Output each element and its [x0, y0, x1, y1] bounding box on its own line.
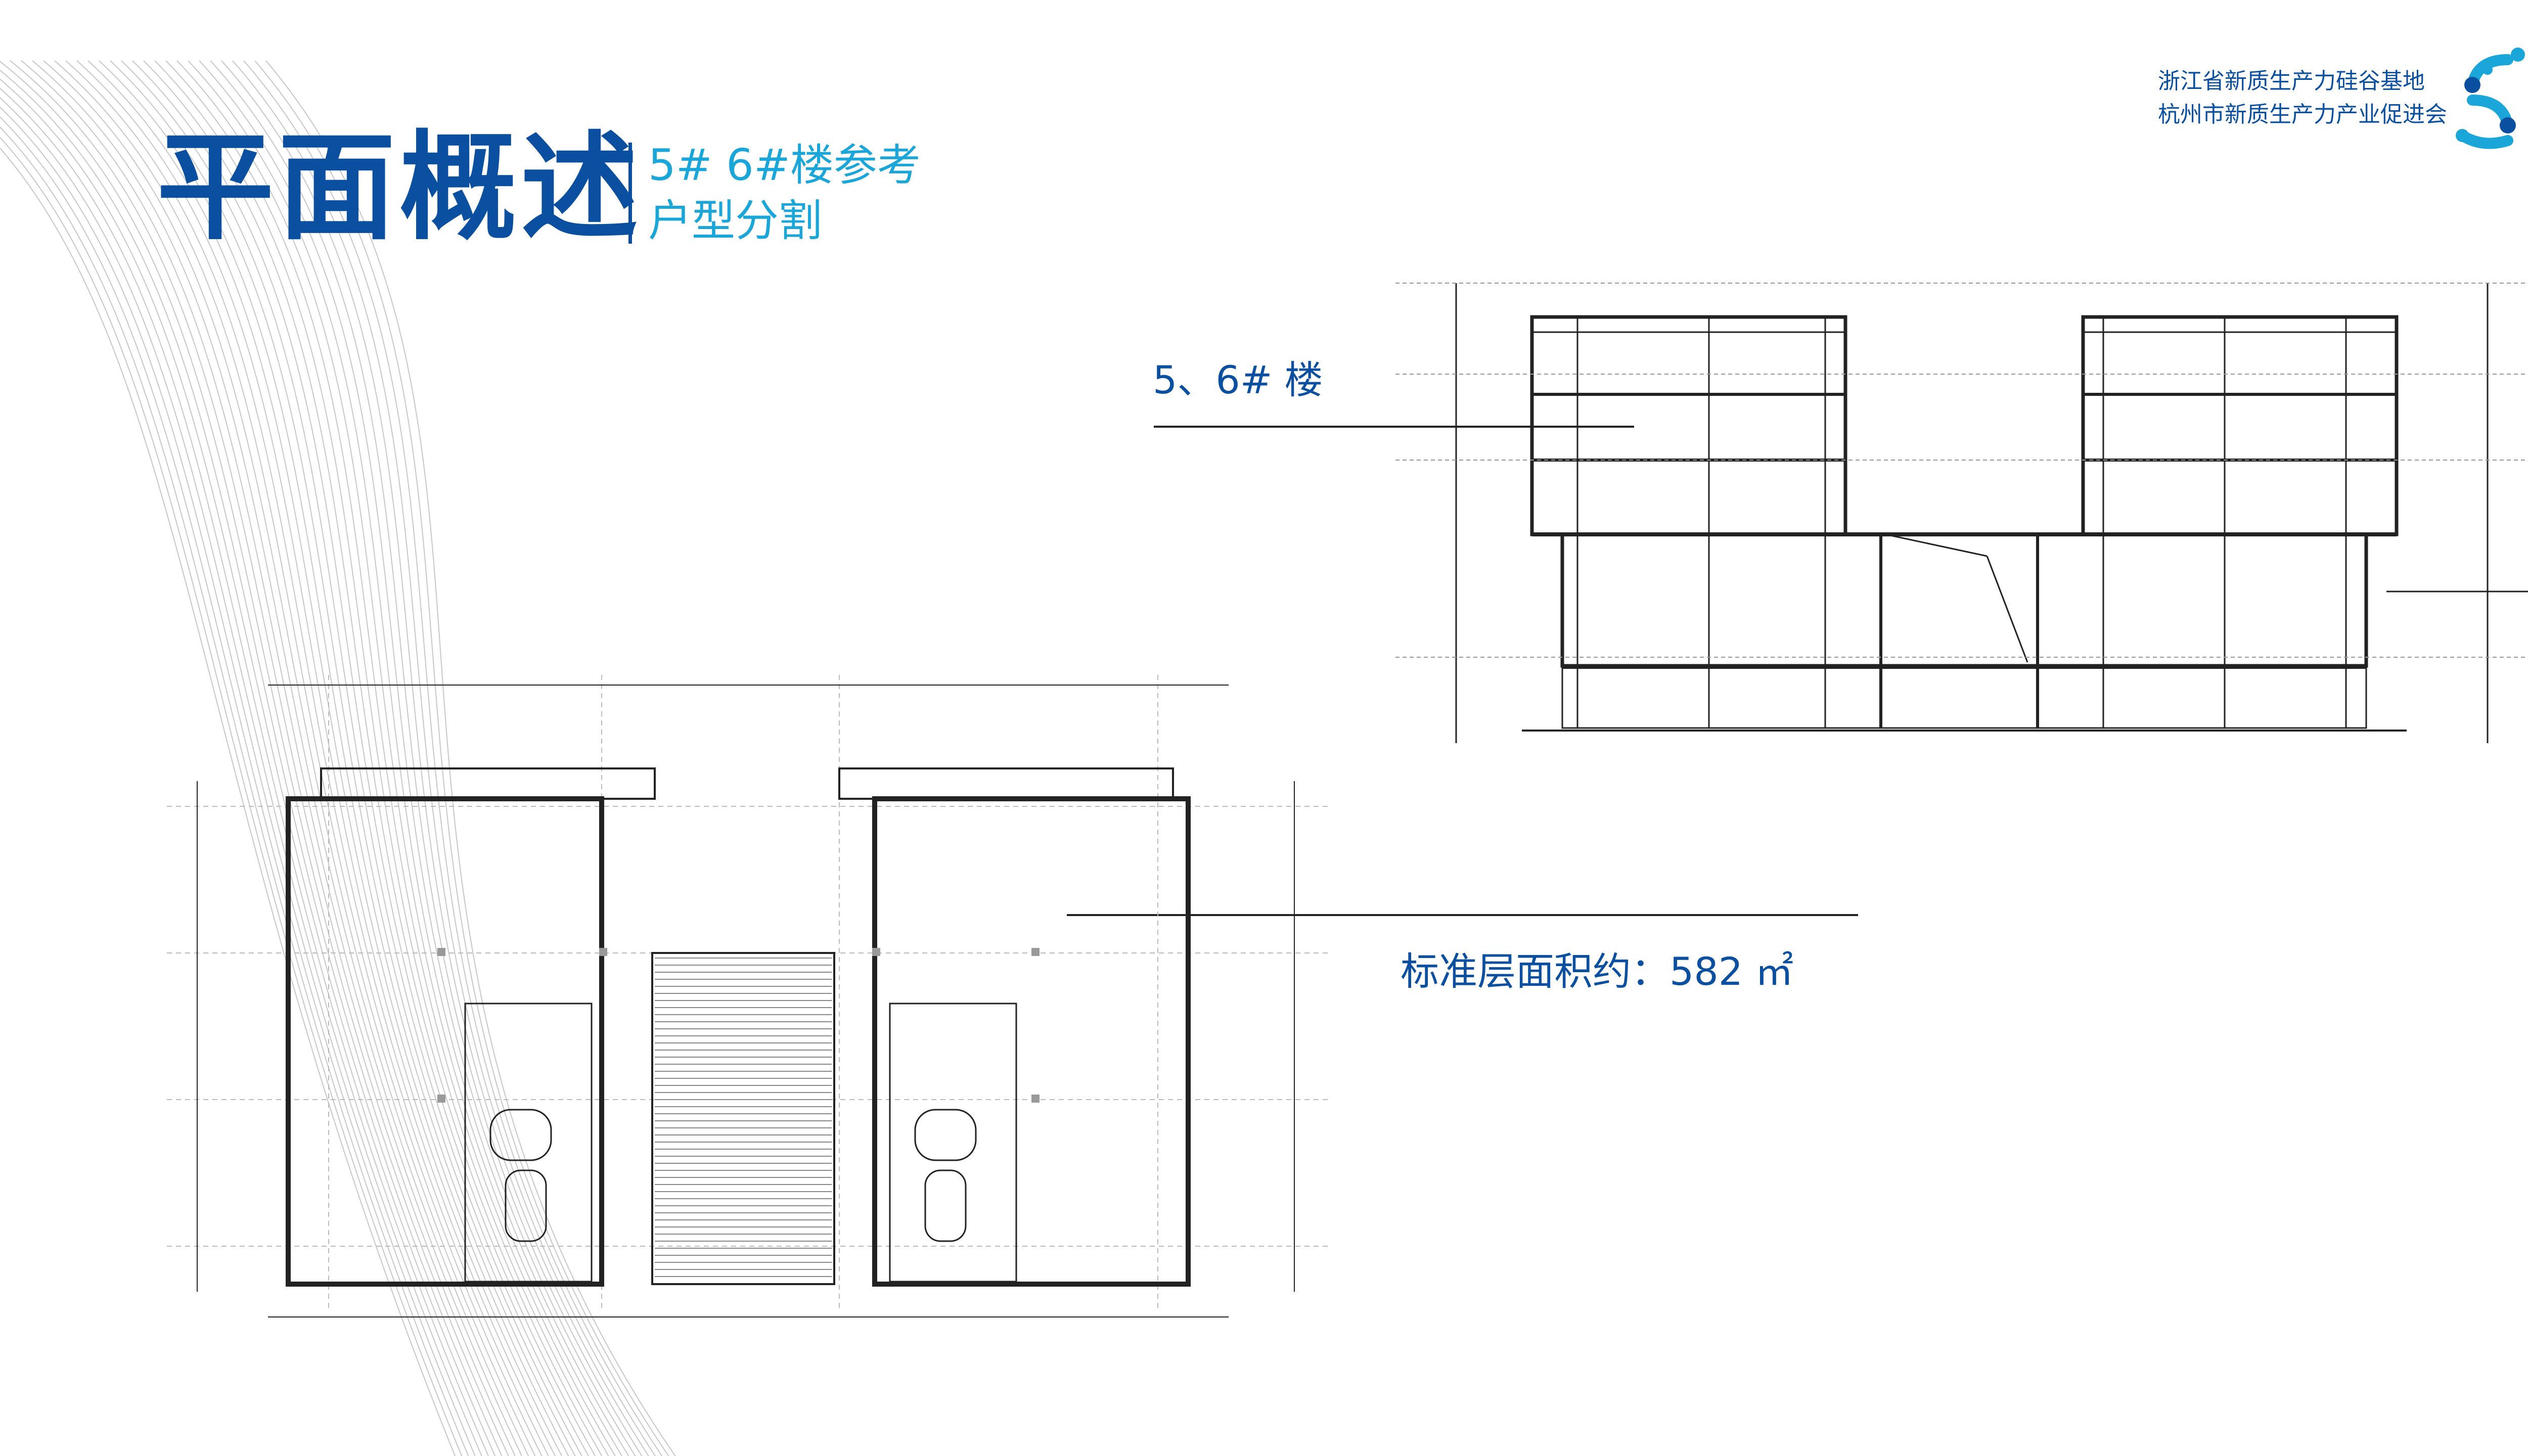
wave-line	[176, 60, 622, 1456]
wave-line	[76, 60, 563, 1456]
org-logo-icon	[2456, 48, 2525, 149]
wave-line	[0, 106, 482, 1456]
wave-line	[188, 60, 629, 1456]
wave-line	[65, 60, 556, 1456]
title-divider	[628, 143, 632, 244]
wave-line	[21, 60, 529, 1456]
wave-line	[0, 136, 463, 1456]
subtitle-line-2: 户型分割	[648, 196, 822, 246]
wave-line	[99, 60, 576, 1456]
wave-line	[110, 60, 582, 1456]
building-section-drawing	[1395, 283, 2528, 743]
wave-line	[32, 60, 536, 1456]
wave-line	[0, 126, 469, 1456]
area-leader-line	[1067, 914, 1858, 916]
org-names: 浙江省新质生产力硅谷基地 杭州市新质生产力产业促进会	[2158, 65, 2447, 131]
wave-line	[54, 60, 549, 1456]
org-name-2: 杭州市新质生产力产业促进会	[2158, 102, 2447, 127]
wave-line	[0, 61, 516, 1456]
wave-line	[254, 60, 669, 1456]
wave-line	[243, 60, 663, 1456]
subtitle-line-1: 5# 6#楼参考	[648, 140, 921, 191]
wave-line	[165, 60, 616, 1456]
wave-line	[132, 60, 596, 1456]
wave-line	[87, 60, 569, 1456]
wave-line	[0, 116, 476, 1456]
org-name-1: 浙江省新质生产力硅谷基地	[2158, 68, 2425, 94]
wave-line	[199, 60, 636, 1456]
wave-line	[0, 87, 496, 1456]
wave-line	[143, 60, 603, 1456]
page-title: 平面概述	[157, 119, 643, 256]
building-label: 5、6# 楼	[1153, 357, 1323, 402]
page-subtitle: 5# 6#楼参考 户型分割	[648, 138, 921, 249]
wave-line	[0, 78, 503, 1456]
wave-line	[0, 147, 456, 1456]
wave-line	[121, 60, 589, 1456]
building-leader-line	[1154, 426, 1634, 428]
wave-line	[10, 60, 522, 1456]
wave-line	[210, 60, 643, 1456]
wave-line	[221, 60, 649, 1456]
wave-line	[154, 60, 609, 1456]
wave-line	[232, 60, 656, 1456]
wave-line	[43, 60, 543, 1456]
area-label: 标准层面积约：582 ㎡	[1401, 949, 1794, 994]
wave-line	[0, 97, 489, 1456]
wave-line	[265, 60, 676, 1456]
wave-line	[0, 69, 509, 1456]
floor-plan-drawing	[167, 675, 1330, 1317]
